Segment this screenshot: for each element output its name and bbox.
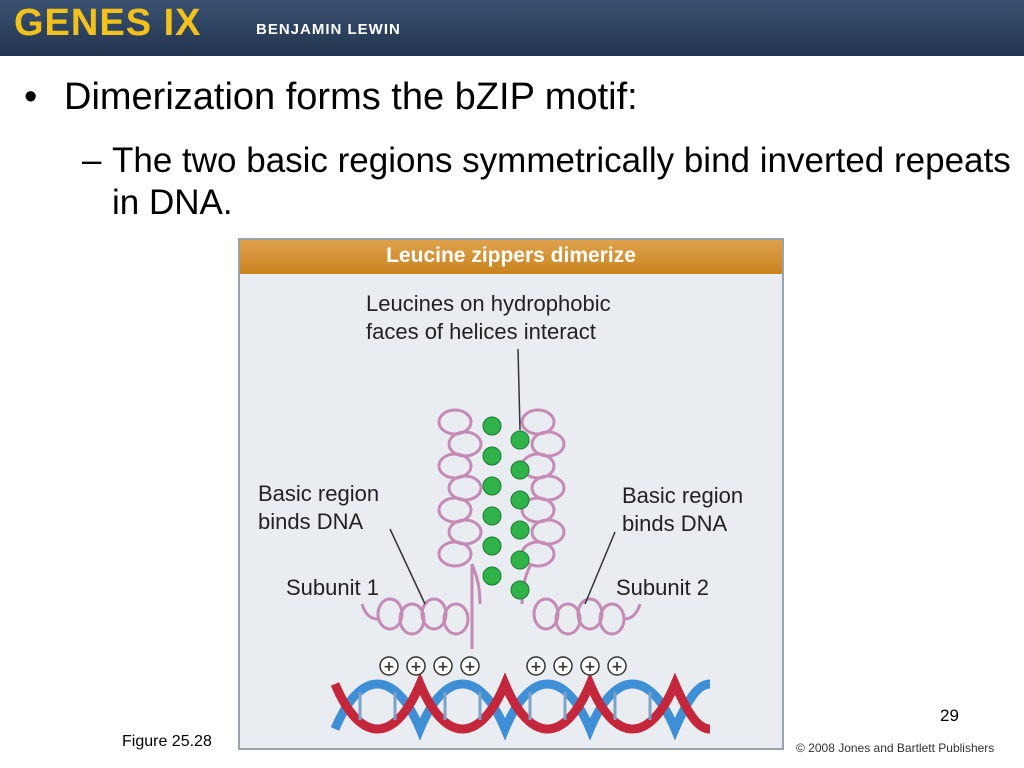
charge-symbol: + [557, 659, 569, 675]
slide-header: GENES IX BENJAMIN LEWIN [0, 0, 1024, 56]
positive-charges [379, 656, 627, 676]
author-name: BENJAMIN LEWIN [256, 21, 401, 38]
charge-symbol: + [530, 659, 542, 675]
charge-symbol: + [410, 659, 422, 675]
figure-bzip-diagram: Leucine zippers dimerize [238, 238, 784, 750]
label-subunit-2: Subunit 2 [616, 575, 709, 600]
sub-bullet-dash: – [82, 141, 102, 180]
charge-symbols: + + + + + + + + [383, 659, 623, 675]
brand-logo-text: GENES IX [14, 2, 202, 44]
sub-bullet-text: The two basic regions symmetrically bind… [112, 141, 1011, 222]
label-left-line1: Basic region [258, 481, 380, 506]
bzip-illustration: + + + + + + + + [330, 348, 711, 741]
label-left-line2: binds DNA [258, 509, 364, 534]
charge-symbol: + [464, 659, 476, 675]
main-bullet-text: Dimerization forms the bZIP motif: [64, 76, 638, 118]
page-number: 29 [940, 706, 959, 725]
label-leucines-line1: Leucines on hydrophobic [366, 291, 611, 316]
sub-bullet: – The two basic regions symmetrically bi… [82, 140, 1012, 224]
charge-symbol: + [383, 659, 395, 675]
subunit-1-helix [360, 408, 483, 650]
main-bullet: • Dimerization forms the bZIP motif: [24, 76, 638, 119]
label-pointers [389, 348, 616, 605]
label-leucines: Leucines on hydrophobic faces of helices… [366, 290, 611, 346]
dna-double-helix [330, 672, 711, 741]
label-right-line2: binds DNA [622, 511, 728, 536]
charge-symbol: + [437, 659, 449, 675]
figure-title-bar: Leucine zippers dimerize [240, 240, 782, 274]
label-right-line1: Basic region [622, 483, 744, 508]
figure-caption: Figure 25.28 [122, 733, 212, 750]
label-subunit-1: Subunit 1 [286, 575, 379, 600]
label-basic-region-left: Basic region binds DNA [258, 480, 379, 536]
charge-symbol: + [584, 659, 596, 675]
charge-symbol: + [611, 659, 623, 675]
dna-strand-red [330, 672, 711, 734]
bullet-dot: • [24, 76, 38, 118]
label-leucines-line2: faces of helices interact [366, 319, 596, 344]
figure-title: Leucine zippers dimerize [386, 244, 636, 267]
label-basic-region-right: Basic region binds DNA [622, 482, 743, 538]
copyright-notice: © 2008 Jones and Bartlett Publishers [796, 741, 995, 755]
leucine-spheres [482, 416, 530, 600]
